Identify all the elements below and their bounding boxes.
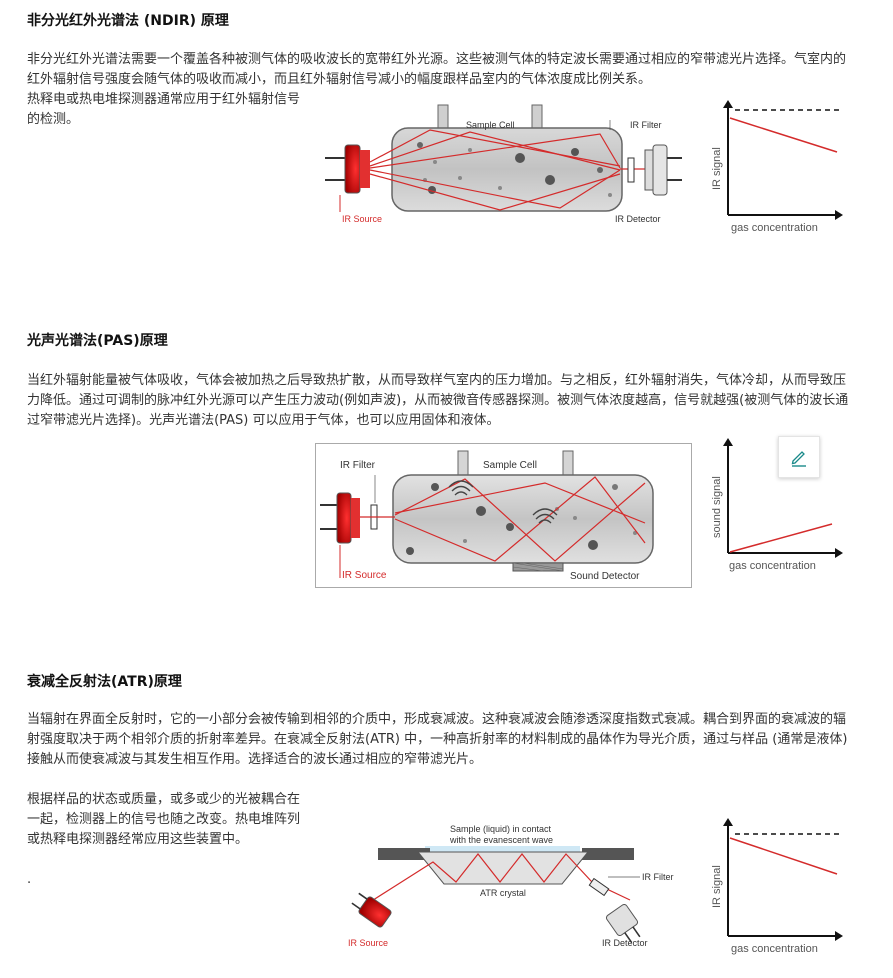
ndir-graph: IR signal gas concentration — [711, 100, 843, 234]
ndir-title: 非分光红外光谱法 (NDIR) 原理 — [27, 13, 229, 29]
atr-crystal — [416, 851, 590, 885]
pas-signal-line — [729, 523, 833, 553]
atr-ir-filter-label: IR Filter — [642, 872, 674, 882]
ir-detector-label: IR Detector — [615, 214, 661, 224]
ir-filter — [627, 157, 635, 183]
atr-sample-label-2: with the evanescent wave — [449, 835, 553, 845]
sample-cell-label: Sample Cell — [466, 120, 515, 130]
pas-diagram: IR Filter Sample Cell IR Source Sound De… — [315, 443, 692, 588]
atr-sample-liquid — [425, 846, 580, 852]
pas-title: 光声光谱法(PAS)原理 — [27, 333, 168, 349]
ndir-xlabel: gas concentration — [731, 222, 818, 234]
atr-ylabel: IR signal — [711, 865, 723, 908]
pas-ir-source-label: IR Source — [342, 570, 387, 581]
atr-paragraph-signal: 根据样品的状态或质量，或多或少的光被耦合在一起，检测器上的信号也随之改变。热电堆… — [27, 792, 301, 847]
atr-crystal-label: ATR crystal — [480, 888, 526, 898]
atr-ir-detector-label: IR Detector — [602, 938, 648, 948]
atr-xlabel: gas concentration — [731, 943, 818, 955]
pas-sample-cell-label: Sample Cell — [483, 460, 537, 471]
pas-xlabel: gas concentration — [729, 560, 816, 572]
sound-wave-icon — [448, 480, 558, 524]
atr-graph: IR signal gas concentration — [711, 818, 843, 955]
ndir-paragraph-detector: 热释电或热电堆探测器通常应用于红外辐射信号的检测。 — [27, 92, 301, 127]
atr-paragraph: 当辐射在界面全反射时，它的一小部分会被传输到相邻的介质中，形成衰减波。这种衰减波… — [27, 712, 848, 767]
atr-ir-filter — [588, 877, 610, 897]
atr-ir-source-icon — [351, 892, 392, 928]
atr-sample-label-1: Sample (liquid) in contact — [450, 824, 552, 834]
pas-paragraph: 当红外辐射能量被气体吸收，气体会被加热之后导致热扩散，从而导致样气室内的压力增加… — [27, 373, 849, 428]
pas-ylabel: sound signal — [711, 476, 723, 538]
ndir-signal-line — [729, 117, 838, 153]
ir-rays — [369, 129, 650, 211]
ir-filter-label: IR Filter — [630, 120, 662, 130]
atr-signal-line — [729, 837, 838, 875]
atr-paragraph-dot: . — [27, 872, 32, 887]
atr-diagram: Sample (liquid) in contact with the evan… — [348, 824, 674, 948]
ir-source-icon — [325, 144, 370, 194]
pencil-icon — [791, 451, 806, 467]
ndir-diagram: Sample Cell IR Filter IR Source IR Detec… — [325, 104, 682, 224]
sound-detector-label: Sound Detector — [570, 571, 640, 582]
pas-ir-source-icon — [320, 492, 360, 544]
atr-ir-source-label: IR Source — [348, 938, 388, 948]
pas-graph: sound signal gas concentration — [711, 438, 843, 572]
ir-detector-icon — [644, 144, 682, 196]
atr-ir-detector-icon — [605, 903, 641, 943]
atr-title: 衰减全反射法(ATR)原理 — [27, 674, 182, 690]
pas-ir-filter-label: IR Filter — [340, 460, 376, 471]
pas-ir-rays — [360, 476, 646, 562]
ndir-ylabel: IR signal — [711, 147, 723, 190]
pas-sample-cell — [392, 450, 654, 564]
ndir-paragraph: 非分光红外光谱法需要一个覆盖各种被测气体的吸收波长的宽带红外光源。这些被测气体的… — [27, 52, 847, 87]
sound-detector — [512, 562, 564, 572]
edit-button[interactable] — [778, 436, 820, 478]
ir-source-label: IR Source — [342, 214, 382, 224]
